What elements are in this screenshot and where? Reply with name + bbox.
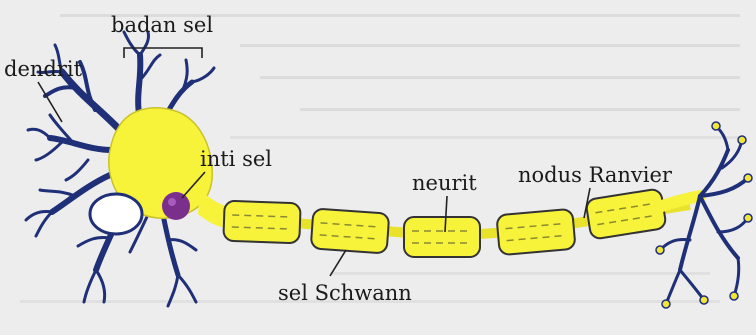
label-neurit: neurit <box>412 171 477 195</box>
nucleus-highlight <box>168 198 176 206</box>
label-nodus-ranvier: nodus Ranvier <box>518 163 673 187</box>
cell-body-gap <box>90 194 142 234</box>
label-badan-sel: badan sel <box>111 13 213 37</box>
label-dendrit: dendrit <box>4 57 83 81</box>
label-inti-sel: inti sel <box>200 147 272 171</box>
schwann-segment-3 <box>404 217 480 257</box>
schwann-segment-2 <box>311 208 390 253</box>
schwann-segment-1 <box>223 201 300 244</box>
nucleus <box>162 192 190 220</box>
schwann-segment-4 <box>496 209 575 255</box>
label-sel-schwann: sel Schwann <box>278 281 412 305</box>
